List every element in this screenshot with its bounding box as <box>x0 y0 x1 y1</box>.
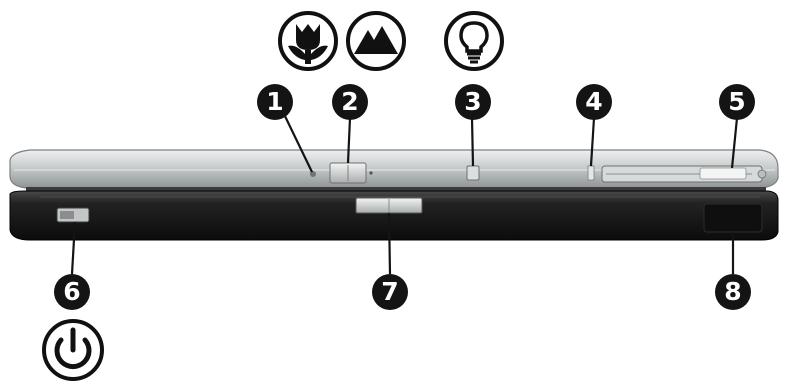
macro-flower-icon <box>278 11 338 71</box>
callout-8: 8 <box>715 274 751 310</box>
light-button <box>466 165 480 181</box>
leader-line-2 <box>346 117 352 164</box>
leader-line-4 <box>589 117 596 167</box>
display-release-latch <box>587 165 595 181</box>
leader-line-7 <box>387 212 392 275</box>
leader-line-6 <box>70 221 77 275</box>
callout-3: 3 <box>455 84 491 120</box>
callout-4: 4 <box>576 84 612 120</box>
callout-5: 5 <box>719 84 755 120</box>
display-lid <box>9 149 779 189</box>
ambient-light-sensor <box>310 171 316 177</box>
lightbulb-icon <box>444 11 504 71</box>
callout-1: 1 <box>257 84 293 120</box>
callout-2: 2 <box>332 84 368 120</box>
callout-7: 7 <box>372 274 408 310</box>
notebook-base <box>9 190 779 241</box>
leader-line-1 <box>282 111 313 173</box>
hinge-gap <box>26 187 766 193</box>
power-icon <box>42 319 104 381</box>
callout-6: 6 <box>54 274 90 310</box>
landscape-mountain-icon <box>346 11 406 71</box>
speaker-grille <box>703 203 763 233</box>
leader-line-3 <box>470 117 475 167</box>
leader-line-5 <box>730 117 739 169</box>
